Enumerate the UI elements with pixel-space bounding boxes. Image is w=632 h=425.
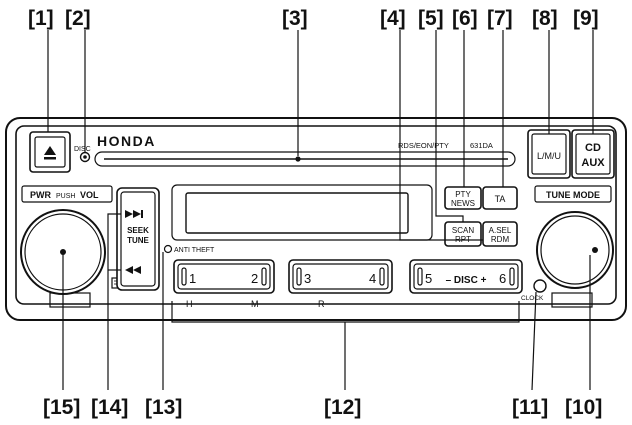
model-number: 631DA (470, 141, 493, 150)
eject-button-inner (34, 136, 66, 168)
scale-r-label: R (318, 299, 325, 309)
clock-button[interactable] (533, 279, 547, 293)
pwr-vol-label-box (21, 185, 113, 203)
callout-1: [1] (28, 7, 54, 30)
seek-up-icon[interactable] (125, 210, 143, 218)
tune-mode-knob[interactable] (536, 211, 614, 289)
eject-icon (44, 146, 56, 160)
preset-3-4-button[interactable] (288, 259, 393, 294)
pwr-label: PWR (30, 190, 51, 200)
scale-m-label: M (251, 299, 259, 309)
ta-label: TA (495, 194, 506, 204)
seek-down-icon[interactable] (125, 266, 141, 274)
tune-mode-knob-center (592, 247, 598, 253)
preset-5-6-disc-button[interactable] (409, 259, 523, 294)
lmu-label: L/M/U (537, 151, 561, 161)
mount-foot-right (551, 292, 593, 308)
callout-8: [8] (532, 7, 558, 30)
cd-slot[interactable] (94, 151, 516, 167)
pty-news-button[interactable] (444, 186, 482, 210)
cd-aux-button[interactable] (571, 129, 615, 179)
display-bezel (171, 184, 433, 241)
preset-2-label: 2 (251, 271, 258, 286)
anti-theft-label: ANTI THEFT (174, 247, 215, 254)
asel-rdm-button[interactable] (482, 221, 518, 247)
cd-slot-dot (295, 156, 301, 162)
model-line: RDS/EON/PTY (398, 141, 449, 150)
callout-10: [10] (565, 396, 602, 419)
callout-2: [2] (65, 7, 91, 30)
display-window (185, 192, 409, 234)
asel-label: A.SEL (489, 226, 512, 235)
callout-14: [14] (91, 396, 128, 419)
callout-7: [7] (487, 7, 513, 30)
disc-indicator-label: DISC (74, 146, 91, 153)
callout-15: [15] (43, 396, 80, 419)
seek-label: SEEK (127, 226, 149, 235)
preset-6-label: 6 (499, 271, 506, 286)
pty-label: PTY (455, 190, 471, 199)
callout-9: [9] (573, 7, 599, 30)
aux-label: AUX (581, 157, 605, 169)
callout-3: [3] (282, 7, 308, 30)
ta-button[interactable] (482, 186, 518, 210)
callout-13: [13] (145, 396, 182, 419)
preset-1-2-button[interactable] (173, 259, 275, 294)
tune-mode-label: TUNE MODE (546, 190, 600, 200)
callout-6: [6] (452, 7, 478, 30)
callout-5: [5] (418, 7, 444, 30)
preset-5-label: 5 (425, 271, 432, 286)
news-label: NEWS (451, 199, 475, 208)
vol-label: VOL (80, 190, 99, 200)
callout-12: [12] (324, 396, 361, 419)
tune-label: TUNE (127, 236, 149, 245)
leader-lines (47, 30, 594, 391)
rdm-label: RDM (491, 235, 510, 244)
cd-label: CD (585, 142, 601, 154)
scale-h-label: H (186, 299, 193, 309)
anti-theft-led (163, 244, 173, 254)
preset-3-label: 3 (304, 271, 311, 286)
preset-4-label: 4 (369, 271, 376, 286)
scan-label: SCAN (452, 226, 474, 235)
disc-selector-label: – DISC + (446, 275, 487, 286)
brand-logo: HONDA (97, 133, 156, 149)
callout-11: [11] (512, 396, 548, 419)
tune-mode-label-box (534, 185, 612, 203)
preset-1-label: 1 (189, 271, 196, 286)
push-label: PUSH (56, 193, 75, 200)
clock-label: CLOCK (521, 295, 544, 302)
callout-4: [4] (380, 7, 406, 30)
